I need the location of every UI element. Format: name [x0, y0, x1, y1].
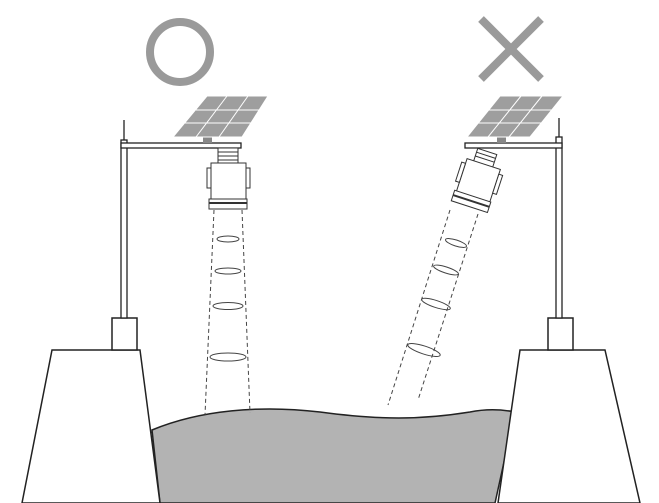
right-pole [464, 118, 563, 319]
right-radar-sensor-tilted [450, 147, 504, 214]
right-bank [497, 317, 641, 503]
left-solar-panel [171, 95, 269, 138]
correct-circle-icon [146, 18, 214, 86]
left-pole [120, 120, 242, 319]
right-solar-panel [465, 95, 565, 138]
left-radar-beam [204, 209, 251, 416]
right-radar-beam [387, 209, 479, 406]
incorrect-cross-icon [478, 16, 544, 82]
water-surface [151, 408, 516, 503]
left-radar-sensor [206, 147, 251, 210]
left-bank [21, 317, 161, 503]
